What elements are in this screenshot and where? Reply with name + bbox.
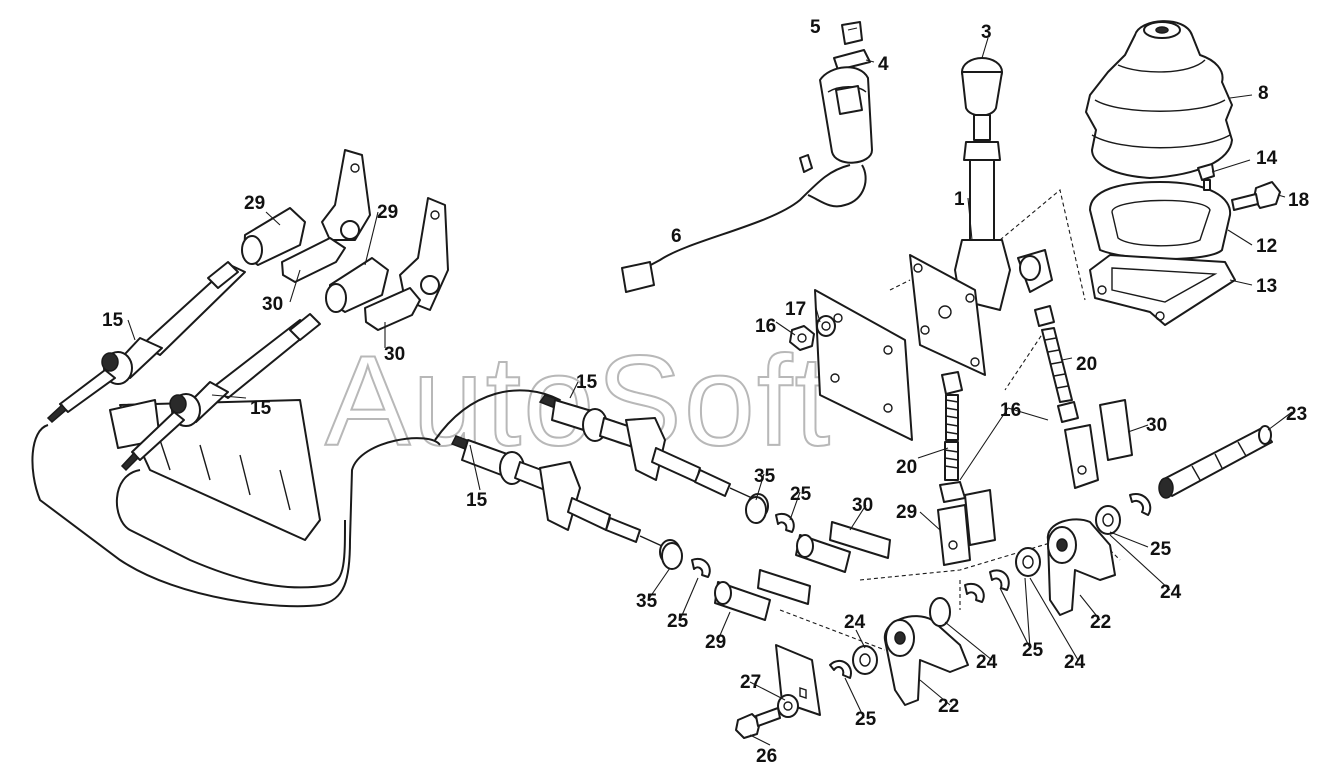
callout-25-b: 25 — [1150, 539, 1172, 560]
callout-23: 23 — [1286, 404, 1307, 425]
callout-15-d: 15 — [466, 490, 488, 511]
wiring-harness-6 — [621, 154, 867, 293]
callout-20-a: 20 — [1076, 354, 1097, 375]
callout-25-e: 25 — [855, 709, 877, 730]
clip-30-right — [364, 287, 421, 331]
gasket-plate — [814, 289, 913, 441]
callout-29-b: 29 — [377, 202, 398, 223]
washer-17 — [816, 315, 836, 337]
bolt-26 — [735, 707, 781, 739]
washer-27 — [777, 694, 799, 718]
base-plate-13 — [1089, 254, 1236, 326]
watermark-text: AutoSoft — [325, 330, 832, 473]
screw-14 — [1197, 163, 1215, 191]
callout-17: 17 — [785, 299, 806, 320]
callout-18: 18 — [1288, 190, 1309, 211]
callout-35-b: 35 — [636, 591, 658, 612]
callout-24-c: 24 — [976, 652, 998, 673]
callout-29-c: 29 — [896, 502, 917, 523]
boot-frame-12 — [1089, 181, 1232, 260]
callout-24-d: 24 — [1064, 652, 1086, 673]
callout-30-c: 30 — [1146, 415, 1167, 436]
callout-6: 6 — [671, 226, 682, 247]
clip-30-left — [281, 237, 346, 283]
callout-30-b: 30 — [384, 344, 405, 365]
clip-25-mid — [964, 582, 985, 603]
callout-30-d: 30 — [852, 495, 873, 516]
clevis-29-right-upper — [1064, 424, 1099, 489]
washer-35-upper — [745, 496, 767, 524]
clevis-29-lower-center — [714, 569, 811, 621]
callout-25-c: 25 — [667, 611, 689, 632]
mounting-plate — [909, 254, 986, 376]
bolt-18 — [1231, 181, 1281, 211]
callout-16-b: 16 — [1000, 400, 1021, 421]
clevis-30-mid-center — [795, 521, 891, 573]
bracket-rail — [109, 399, 321, 541]
shaft-23 — [1158, 425, 1273, 499]
shift-cable-15-upper — [46, 261, 246, 424]
clip-25-mid-b — [989, 569, 1010, 591]
callout-8: 8 — [1258, 83, 1269, 104]
selector-lever-right — [399, 197, 449, 311]
callout-4: 4 — [878, 54, 889, 75]
callout-25-d: 25 — [1022, 640, 1044, 661]
shift-cable-15-lower — [120, 313, 321, 472]
callout-27: 27 — [740, 672, 761, 693]
callout-16-a: 16 — [755, 316, 776, 337]
shift-lever-22-right — [1046, 518, 1116, 616]
washer-24-mid-b — [1015, 547, 1041, 577]
gasket-4 — [833, 49, 871, 71]
washer-24-mid-a — [929, 597, 951, 627]
washer-35-lower — [661, 542, 683, 570]
washer-24-right — [1095, 505, 1121, 535]
callout-5: 5 — [810, 17, 821, 38]
callout-20-b: 20 — [896, 457, 917, 478]
callout-3: 3 — [981, 22, 992, 43]
callout-leader-lines — [127, 27, 1293, 746]
clip-25-lower-center — [691, 557, 711, 578]
callout-26: 26 — [756, 746, 777, 767]
clip-25-upper-center — [775, 512, 795, 533]
callout-22-b: 22 — [938, 696, 959, 717]
washer-24-lower — [852, 645, 878, 675]
clip-30-center-a — [964, 489, 996, 546]
callout-14: 14 — [1256, 148, 1278, 169]
clevis-29-center — [937, 504, 971, 566]
rod-20-right — [1034, 305, 1079, 423]
cover-cap-5 — [841, 21, 863, 45]
callout-15-a: 15 — [102, 310, 124, 331]
clevis-29-right — [325, 257, 389, 313]
clip-30-right-upper — [1099, 399, 1133, 461]
shift-lever-22-lower — [883, 615, 969, 706]
nut-16-upper — [789, 325, 815, 351]
callout-25-a: 25 — [790, 484, 812, 505]
callout-15-c: 15 — [576, 372, 598, 393]
clip-25-right — [1129, 493, 1152, 516]
shift-knob-with-switch — [819, 66, 873, 164]
callout-24-b: 24 — [844, 612, 866, 633]
callout-24-a: 24 — [1160, 582, 1182, 603]
callout-22-a: 22 — [1090, 612, 1111, 633]
callout-15-b: 15 — [250, 398, 272, 419]
selector-lever-left — [321, 149, 371, 241]
gear-lever-assembly — [954, 57, 1053, 311]
callout-30-a: 30 — [262, 294, 283, 315]
rubber-boot-8 — [1085, 20, 1233, 179]
callout-35-a: 35 — [754, 466, 776, 487]
rod-20-left — [939, 371, 966, 503]
callout-1: 1 — [954, 189, 965, 210]
callout-29-a: 29 — [244, 193, 265, 214]
clip-25-lower — [829, 659, 852, 679]
callout-12: 12 — [1256, 236, 1277, 257]
callout-labels: 5 4 3 8 14 18 12 13 1 6 29 29 30 30 15 1… — [102, 17, 1309, 767]
callout-13: 13 — [1256, 276, 1277, 297]
cable-routing-loop — [31, 389, 561, 608]
clevis-29-left — [241, 207, 306, 266]
shift-cable-15-center-upper — [538, 394, 769, 519]
callout-29-d: 29 — [705, 632, 726, 653]
